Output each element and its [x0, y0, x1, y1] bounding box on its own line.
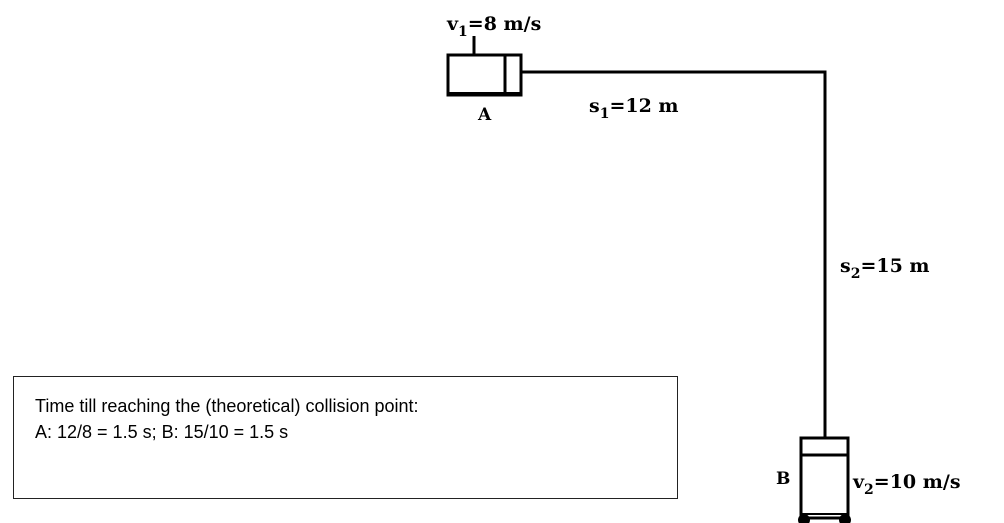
- path-line: [521, 70, 827, 438]
- wheel-left-icon: [798, 514, 810, 523]
- block-b: [798, 436, 851, 523]
- velocity-b-label: v2=10 m/s: [852, 471, 961, 498]
- block-a-letter: A: [477, 105, 492, 125]
- calculation-note: Time till reaching the (theoretical) col…: [13, 376, 678, 499]
- note-line-1: Time till reaching the (theoretical) col…: [35, 396, 419, 416]
- note-line-2: A: 12/8 = 1.5 s; B: 15/10 = 1.5 s: [35, 422, 289, 442]
- block-a-body: [446, 53, 523, 97]
- velocity-a-label: v1=8 m/s: [446, 13, 541, 40]
- block-a: [446, 36, 523, 97]
- distance-1-label: s1=12 m: [589, 95, 679, 122]
- block-b-body: [799, 436, 850, 520]
- distance-2-label: s2=15 m: [840, 255, 930, 282]
- wheel-right-icon: [839, 514, 851, 523]
- block-b-letter: B: [776, 469, 790, 489]
